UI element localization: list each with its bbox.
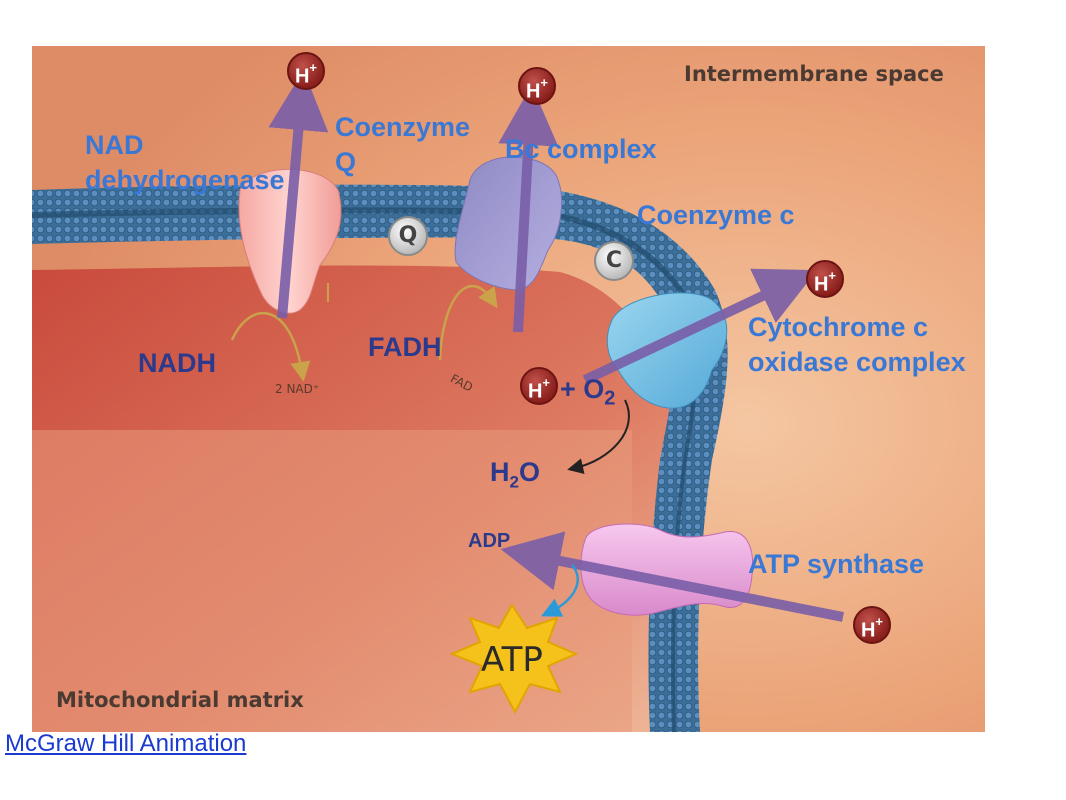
adp-to-atp-arrow bbox=[540, 564, 579, 617]
nadh-to-nad-arrow bbox=[230, 312, 311, 382]
proton-arrow-nad bbox=[268, 70, 329, 319]
mcgraw-hill-animation-link[interactable]: McGraw Hill Animation bbox=[5, 730, 247, 757]
proton-badge-bc: H+ bbox=[518, 67, 556, 105]
atp-star-shape bbox=[449, 603, 579, 715]
proton-badge-cytochrome-in: H+ bbox=[520, 367, 558, 405]
fadh-label: FADH bbox=[368, 332, 442, 362]
oxygen-label: + O2 bbox=[560, 374, 616, 410]
cytochrome-c-oxidase-label: Cytochrome c oxidase complex bbox=[748, 312, 966, 378]
nad-dehydrogenase-label: NAD dehydrogenase bbox=[85, 130, 285, 196]
intermembrane-space-label: Intermembrane space bbox=[684, 62, 944, 86]
mitochondrial-matrix-label: Mitochondrial matrix bbox=[56, 688, 304, 712]
proton-badge-atp-synthase: H+ bbox=[853, 606, 891, 644]
nadh-label: NADH bbox=[138, 348, 216, 378]
coenzyme-q-carrier: Q bbox=[388, 216, 428, 256]
proton-badge-cytochrome-out: H+ bbox=[806, 260, 844, 298]
proton-arrow-atp-synthase bbox=[500, 531, 844, 622]
proton-arrow-bc bbox=[498, 85, 559, 333]
atp-synthase-label: ATP synthase bbox=[748, 549, 925, 579]
atp-star-label: ATP bbox=[481, 640, 543, 680]
water-formation-arrow bbox=[567, 399, 630, 475]
proton-badge-nad: H+ bbox=[287, 52, 325, 90]
inner-membrane bbox=[32, 184, 728, 732]
bc-complex-label: Bc complex bbox=[505, 134, 657, 164]
proton-arrow-cytochrome bbox=[582, 268, 818, 385]
bc-complex-protein bbox=[454, 156, 563, 291]
coenzyme-q-label: Coenzyme Q bbox=[335, 112, 471, 178]
adp-label: ADP bbox=[468, 530, 511, 552]
coenzyme-c-carrier: C bbox=[594, 241, 634, 281]
fadh-to-fad-arrow bbox=[438, 285, 498, 361]
water-label: H2O bbox=[490, 457, 540, 492]
nad-plus-label: 2 NAD⁺ bbox=[275, 382, 320, 396]
coenzyme-c-label: Coenzyme c bbox=[637, 200, 795, 230]
